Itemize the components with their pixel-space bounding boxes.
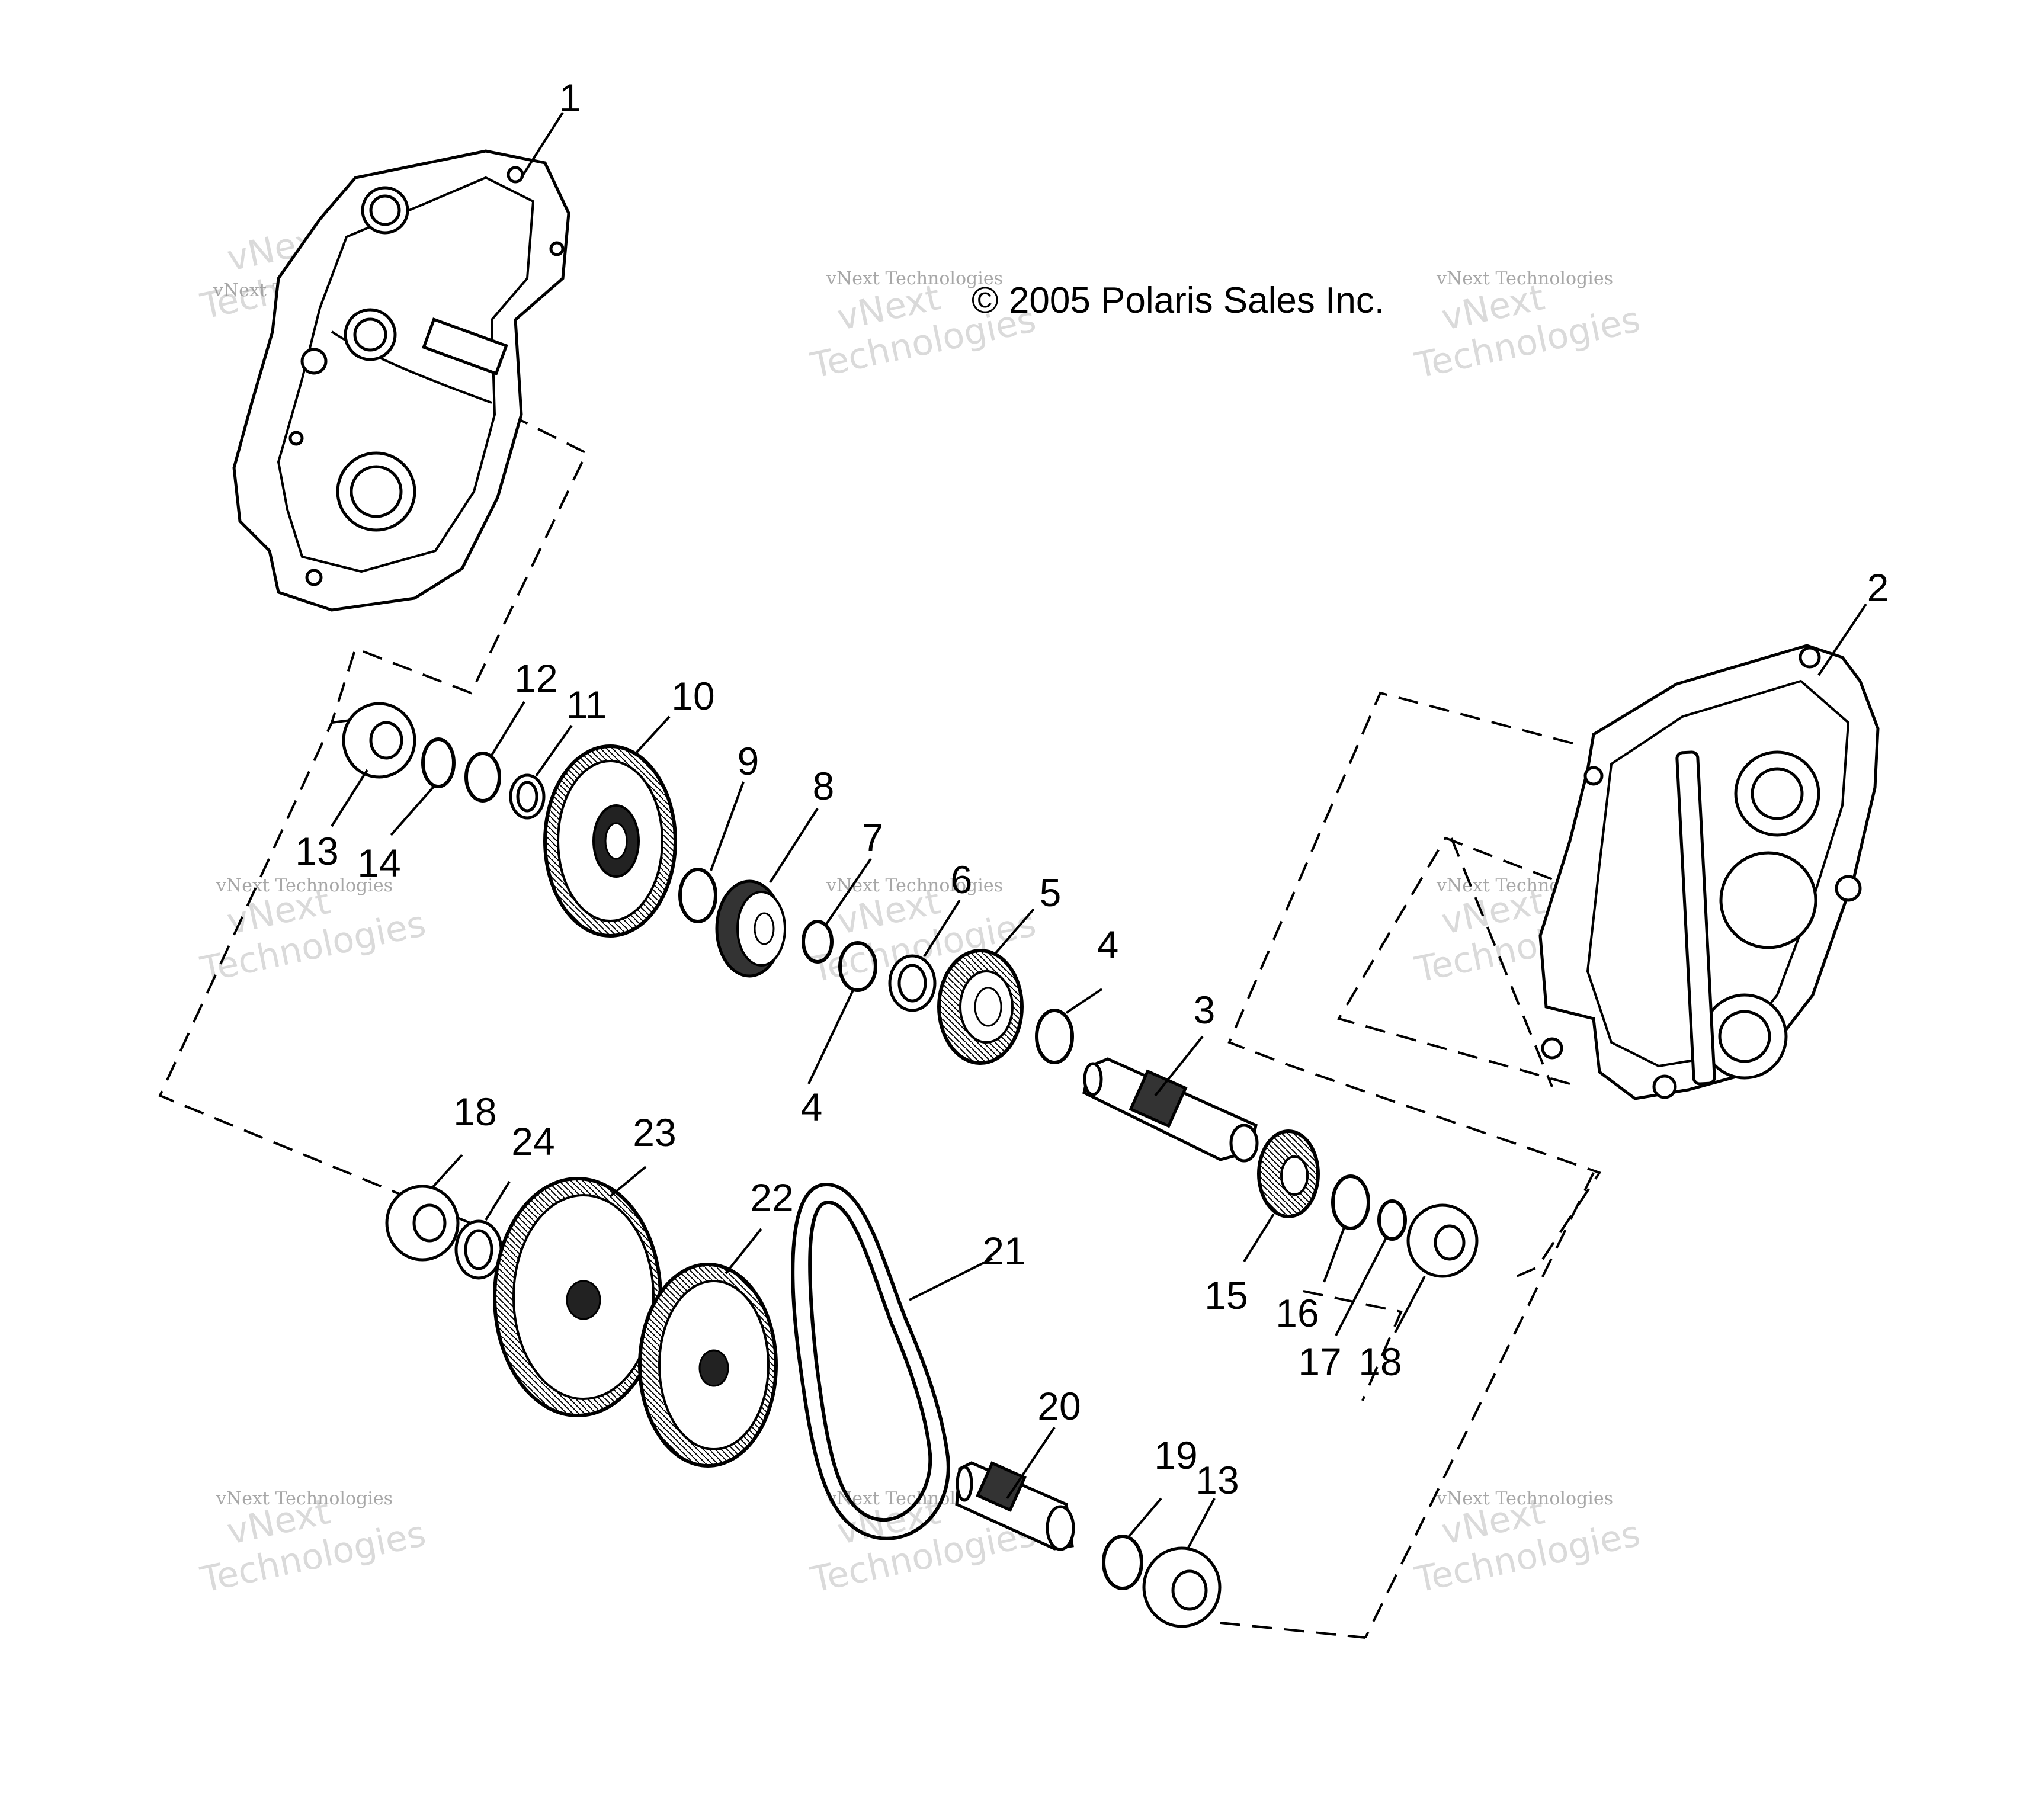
part-number-label: 13: [1195, 1458, 1239, 1502]
part-number-label: 9: [738, 739, 759, 783]
part-number-label: 24: [511, 1119, 554, 1163]
part-number-labels: 1 2 3 4 4 5 6 7 8 9 10 11 12 13 13 14 15…: [295, 76, 1889, 1502]
part-number-label: 23: [633, 1110, 676, 1154]
part-number-label: 8: [813, 764, 835, 808]
svg-text:vNext Technologies: vNext Technologies: [216, 1488, 393, 1509]
bushing-24: [454, 1219, 503, 1280]
part-number-label: 14: [357, 841, 400, 885]
gear-15: [1257, 1129, 1320, 1218]
bearing-18-right: [1406, 1203, 1479, 1278]
gear-5: [937, 949, 1024, 1065]
hub-8: [715, 879, 786, 978]
bushing-6: [888, 954, 937, 1012]
chain-21: [791, 1182, 950, 1540]
snap-ring-17: [1377, 1199, 1407, 1241]
part-number-label: 6: [951, 858, 973, 901]
part-number-label: 11: [566, 683, 607, 727]
right-case-cover: [1538, 644, 1880, 1100]
part-number-label: 12: [514, 656, 557, 700]
bearing-18-left: [385, 1185, 460, 1262]
bearing-13-upper: [342, 702, 416, 779]
part-number-label: 4: [1097, 923, 1119, 967]
shaft-20: [955, 1461, 1075, 1551]
washer-9: [678, 868, 717, 923]
part-number-label: 21: [982, 1229, 1025, 1273]
bushing-11: [509, 773, 546, 820]
part-number-label: 20: [1037, 1384, 1081, 1428]
svg-text:vNext Technologies: vNext Technologies: [826, 268, 1003, 289]
washer-16: [1331, 1174, 1370, 1230]
part-number-label: 19: [1154, 1433, 1197, 1477]
part-number-label: 5: [1040, 871, 1062, 914]
svg-text:vNext Technologies: vNext Technologies: [826, 875, 1003, 896]
part-number-label: 7: [862, 816, 884, 859]
copyright-notice: © 2005 Polaris Sales Inc.: [972, 280, 1384, 321]
washer-4-right: [1035, 1009, 1074, 1064]
svg-text:vNext Technologies: vNext Technologies: [1436, 1488, 1613, 1509]
gear-10: [543, 744, 677, 938]
part-number-label: 1: [559, 76, 581, 120]
left-case-cover: [232, 149, 570, 612]
part-number-label: 16: [1275, 1291, 1319, 1335]
part-number-label: 2: [1867, 566, 1889, 609]
part-number-label: 17: [1298, 1340, 1341, 1384]
snap-ring-7: [802, 920, 834, 964]
part-number-label: 18: [1358, 1340, 1402, 1384]
leader-lines: [331, 111, 1867, 1549]
part-number-label: 10: [671, 674, 714, 718]
washer-19: [1102, 1535, 1143, 1590]
shaft-3: [1082, 1057, 1259, 1163]
part-number-label: 13: [295, 829, 338, 873]
assembly-dashed-lines: [158, 413, 1602, 1639]
gear-22: [638, 1263, 778, 1468]
bearing-13-lower: [1142, 1546, 1222, 1628]
gear-23: [493, 1177, 662, 1417]
part-number-label: 18: [453, 1090, 496, 1134]
part-number-label: 3: [1194, 988, 1216, 1032]
snap-ring-14: [421, 737, 456, 788]
washer-12: [464, 752, 501, 803]
part-number-label: 15: [1204, 1273, 1248, 1317]
svg-text:vNext Technologies: vNext Technologies: [216, 875, 393, 896]
washer-4-left: [838, 941, 877, 992]
svg-text:vNext Technologies: vNext Technologies: [1436, 268, 1613, 289]
part-number-label: 22: [750, 1176, 793, 1219]
part-number-label: 4: [801, 1085, 823, 1129]
